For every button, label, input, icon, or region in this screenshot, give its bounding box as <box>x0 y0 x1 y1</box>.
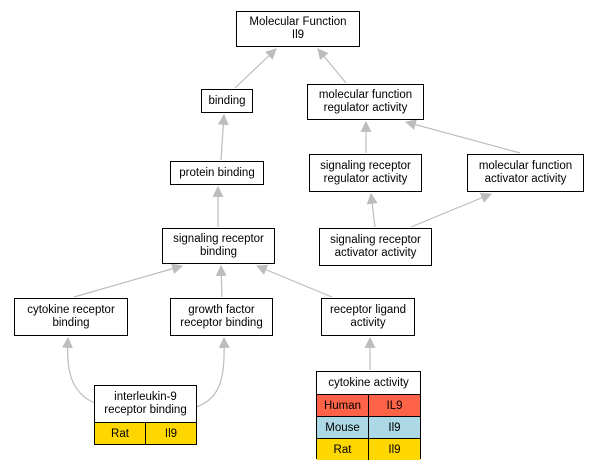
edge-sig-rec-activator-to-sig-rec-regulator <box>366 192 378 228</box>
gene-cell: Il9 <box>368 417 420 438</box>
annotation-row-rat: Rat Il9 <box>317 438 420 460</box>
node-binding[interactable]: binding <box>201 89 253 113</box>
node-molecular-function-il9[interactable]: Molecular Function Il9 <box>236 11 360 47</box>
node-label-line: regulator activity <box>323 173 408 185</box>
node-label-line: binding <box>208 94 246 107</box>
node-label-line: signaling receptor <box>320 160 411 172</box>
node-label-line: cytokine receptor <box>27 304 115 316</box>
edge-growth-factor-to-sig-rec-binding <box>215 264 227 298</box>
node-label-line: binding <box>52 317 90 329</box>
node-cytokine-activity[interactable]: cytokine activity Human IL9 Mouse Il9 Ra… <box>316 371 421 460</box>
node-label-line: signaling receptor <box>330 234 421 246</box>
node-label-line: interleukin-9 <box>114 391 177 403</box>
node-label-line: activator activity <box>334 247 417 259</box>
node-label-line: protein binding <box>179 166 255 179</box>
annotation-row-human: Human IL9 <box>317 394 420 416</box>
node-molecular-function-activator-activity[interactable]: molecular function activator activity <box>467 154 584 192</box>
node-label-line: cytokine activity <box>328 376 409 389</box>
species-cell: Human <box>323 399 362 412</box>
node-label-line: regulator activity <box>323 102 408 114</box>
node-label-line: binding <box>199 246 238 258</box>
edge-cytokine-rec-binding-to-sig-rec-binding <box>73 263 184 298</box>
edge-mf-regulator-to-root <box>317 48 347 84</box>
node-cytokine-receptor-binding[interactable]: cytokine receptor binding <box>14 298 128 336</box>
node-header: interleukin-9 receptor binding <box>95 386 196 422</box>
node-label-line: molecular function <box>318 89 413 101</box>
node-label-line: Il9 <box>291 29 305 41</box>
node-label-line: receptor ligand <box>329 304 407 316</box>
node-signaling-receptor-regulator-activity[interactable]: signaling receptor regulator activity <box>309 154 422 192</box>
node-label-line: activity <box>350 317 386 329</box>
edge-receptor-ligand-to-sig-rec-binding <box>255 264 333 298</box>
node-interleukin-9-receptor-binding[interactable]: interleukin-9 receptor binding Rat Il9 <box>94 385 197 445</box>
node-header: cytokine activity <box>317 372 420 394</box>
species-cell: Rat <box>111 427 129 440</box>
node-label-line: activator activity <box>484 173 567 185</box>
node-label-line: signaling receptor <box>173 233 264 245</box>
edge-il9-rec-binding-to-growth-factor <box>192 336 230 409</box>
node-receptor-ligand-activity[interactable]: receptor ligand activity <box>321 298 415 336</box>
node-label-line: molecular function <box>478 160 573 172</box>
species-cell: Rat <box>333 443 352 456</box>
edge-sig-rec-activator-to-mf-activator <box>410 192 493 228</box>
node-label-line: receptor binding <box>180 317 263 329</box>
edge-binding-to-root <box>234 48 277 89</box>
node-label-line: growth factor <box>188 304 255 316</box>
node-label-line: Molecular Function <box>249 16 347 28</box>
gene-cell: Il9 <box>145 423 196 444</box>
node-signaling-receptor-activator-activity[interactable]: signaling receptor activator activity <box>319 228 432 266</box>
gene-cell: Il9 <box>368 439 420 460</box>
node-growth-factor-receptor-binding[interactable]: growth factor receptor binding <box>170 298 273 336</box>
node-label-line: receptor binding <box>104 404 187 416</box>
node-protein-binding[interactable]: protein binding <box>170 161 264 185</box>
annotation-row-rat: Rat Il9 <box>95 422 196 444</box>
node-molecular-function-regulator-activity[interactable]: molecular function regulator activity <box>307 84 424 120</box>
annotation-row-mouse: Mouse Il9 <box>317 416 420 438</box>
species-cell: Mouse <box>325 421 360 434</box>
gene-cell: IL9 <box>368 395 420 416</box>
node-signaling-receptor-binding[interactable]: signaling receptor binding <box>162 228 275 264</box>
edge-protein-binding-to-binding <box>217 113 229 161</box>
edge-mf-activator-to-mf-regulator <box>404 119 521 154</box>
